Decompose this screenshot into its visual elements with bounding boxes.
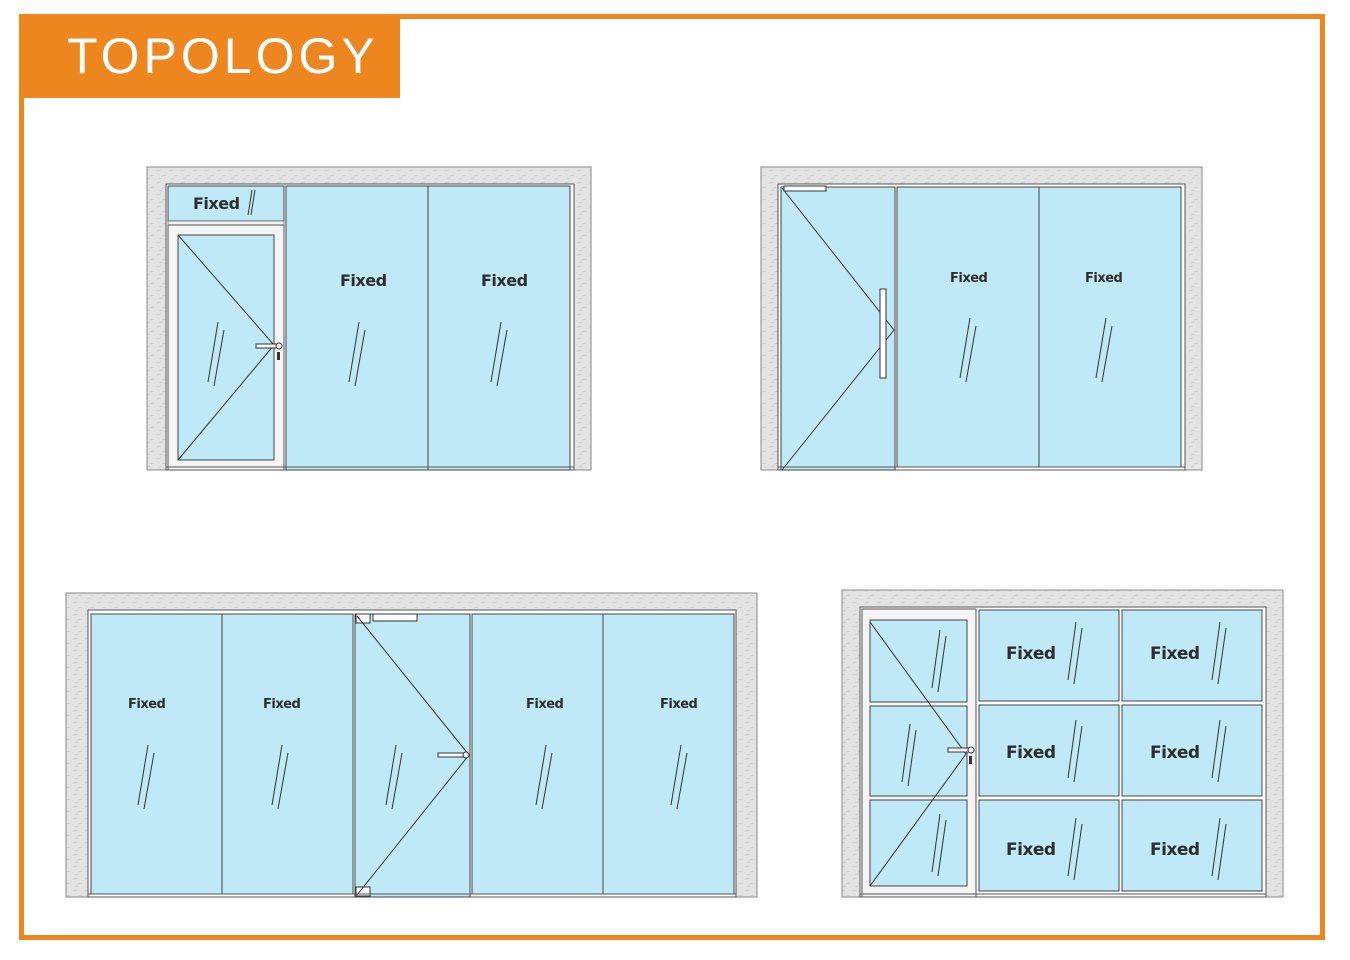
door-lite-4c [869,799,968,887]
label-fixed-1a: Fixed [340,271,387,290]
label-fixed-4e: Fixed [1006,840,1056,860]
fixed-pane-3c [471,613,604,895]
fixed-pane-1a [285,185,429,471]
glass-marks-1 [207,189,508,387]
fixed-pane-3a [90,613,223,895]
door-closer-3 [372,613,418,622]
label-transom: Fixed [193,194,240,213]
label-fixed-4f: Fixed [1150,840,1200,860]
fixed-pane-1b [427,185,571,471]
label-fixed-4d: Fixed [1150,743,1200,763]
page-border [19,14,1325,940]
glass-marks-4 [901,621,1227,881]
fixed-pane-4d [1121,704,1263,797]
elevation-3: Fixed Fixed Fixed Fixed [65,592,758,898]
top-pivot-3 [355,613,371,624]
fixed-pane-4b [1121,609,1263,702]
label-fixed-2b: Fixed [1085,271,1123,286]
glass-marks-2 [959,317,1113,383]
label-fixed-3a: Fixed [128,697,166,712]
door-swing-2 [781,187,895,471]
door-leaf-2 [780,186,896,471]
label-fixed-4b: Fixed [1150,644,1200,664]
page-title: TOPOLOGY [67,28,379,84]
title-banner [19,14,400,98]
door-lite-4a [869,619,968,703]
elevation-2: Fixed Fixed [760,166,1203,471]
fixed-pane-4e [978,799,1120,892]
fixed-pane-4f [1121,799,1263,892]
label-fixed-3c: Fixed [526,697,564,712]
fixed-pane-4a [978,609,1120,702]
label-fixed-3b: Fixed [263,697,301,712]
label-fixed-1b: Fixed [481,271,528,290]
label-fixed-4c: Fixed [1006,743,1056,763]
bottom-pivot-3 [355,886,371,897]
elevation-1: Fixed Fixed Fixed [146,166,592,471]
glass-marks-3 [137,744,688,810]
label-fixed-3d: Fixed [660,697,698,712]
fixed-pane-2b [1038,186,1182,468]
label-fixed-2a: Fixed [950,271,988,286]
door-swing-4 [869,621,967,887]
label-fixed-4a: Fixed [1006,644,1056,664]
door-closer-2 [783,185,827,192]
fixed-pane-3d [602,613,735,895]
pull-handle-2 [879,288,887,379]
fixed-pane-4c [978,704,1120,797]
elevation-4: Fixed Fixed Fixed Fixed Fixed Fixed [841,589,1284,898]
